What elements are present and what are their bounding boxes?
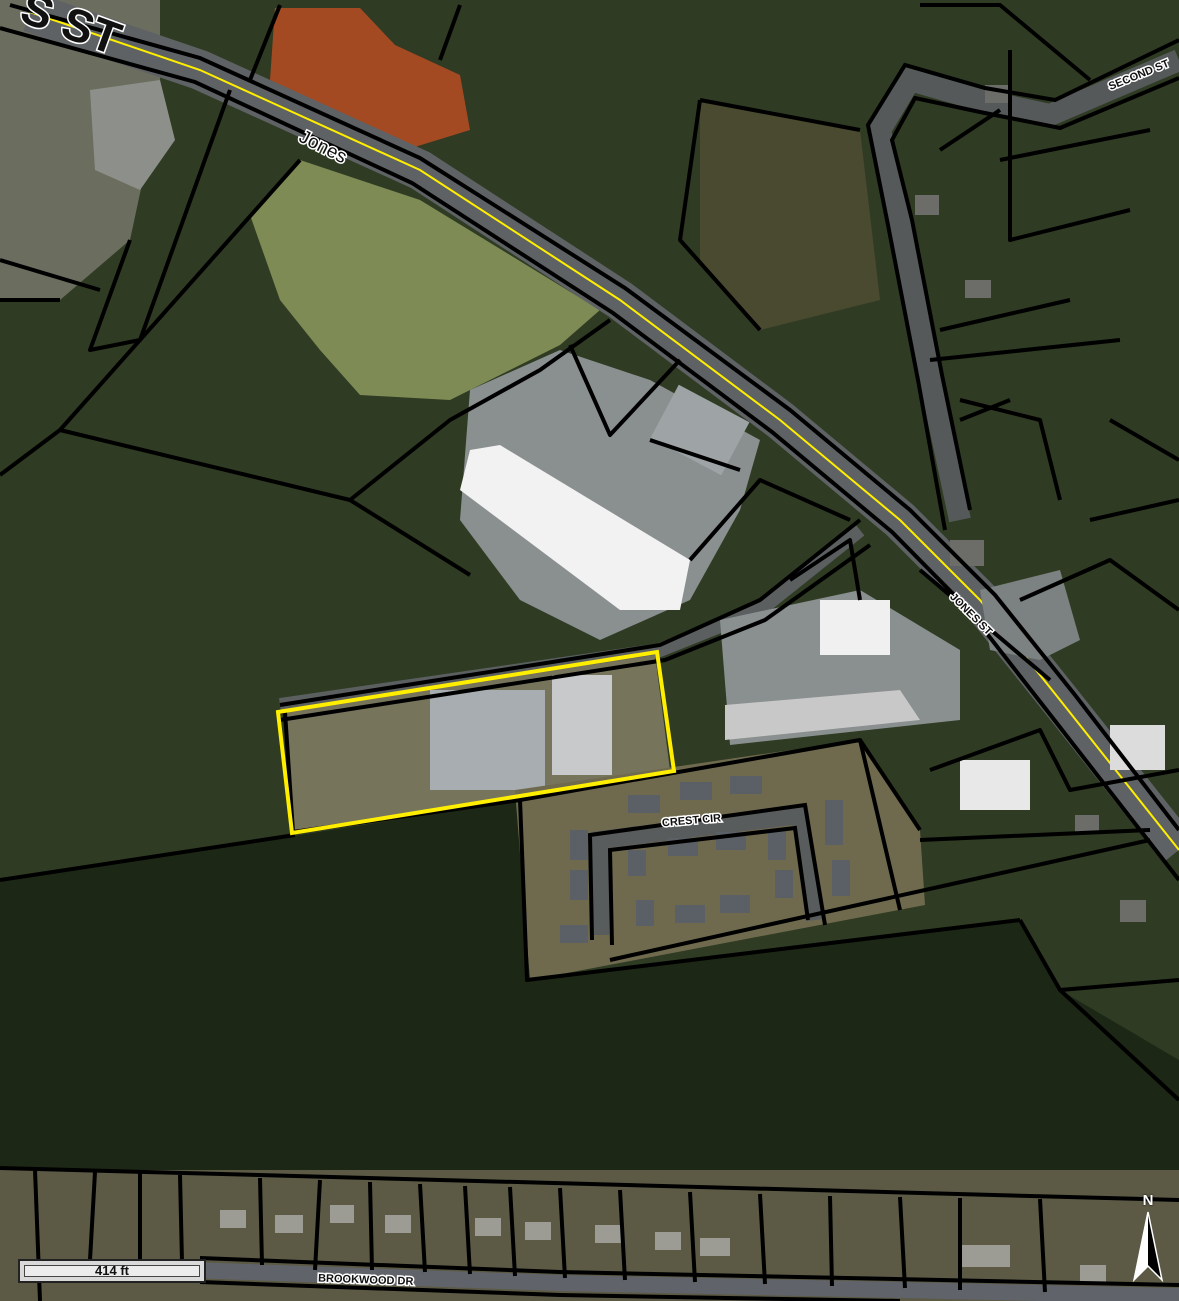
subject-warehouse-light [552,675,612,775]
north-arrow-icon [1132,1211,1164,1283]
retail-building [650,384,750,476]
plaza-building [460,445,690,610]
crest-cir-road [591,804,824,935]
warehouse-east [820,600,890,655]
developed-nw [0,0,160,300]
shop-building-2 [1110,725,1165,770]
north-arrow: N [1126,1192,1170,1284]
clearing-ne [700,100,880,330]
scale-bar-label: 414 ft [95,1263,129,1278]
scale-bar: 414 ft [18,1259,206,1283]
ne-houses [915,85,1146,922]
road-edges [0,3,1179,1301]
subject-parcel-outline[interactable] [275,649,677,836]
long-building [725,690,920,740]
lot-nw [90,80,175,190]
open-field [250,160,600,400]
subject-warehouse-gray [430,690,545,790]
label-brookwood-dr: BROOKWOOD DR [318,1273,414,1288]
second-st-road [868,49,1179,523]
shop-building [960,760,1030,810]
brookwood-dr-road [189,1262,1179,1301]
north-arrow-label: N [1142,1192,1154,1209]
access-road [278,524,865,712]
pine-forest [0,800,1179,1180]
scale-bar-track [24,1265,200,1277]
brookwood-houses [220,1205,1106,1283]
bare-dirt-lot [270,8,470,150]
parking-jones [980,570,1080,660]
